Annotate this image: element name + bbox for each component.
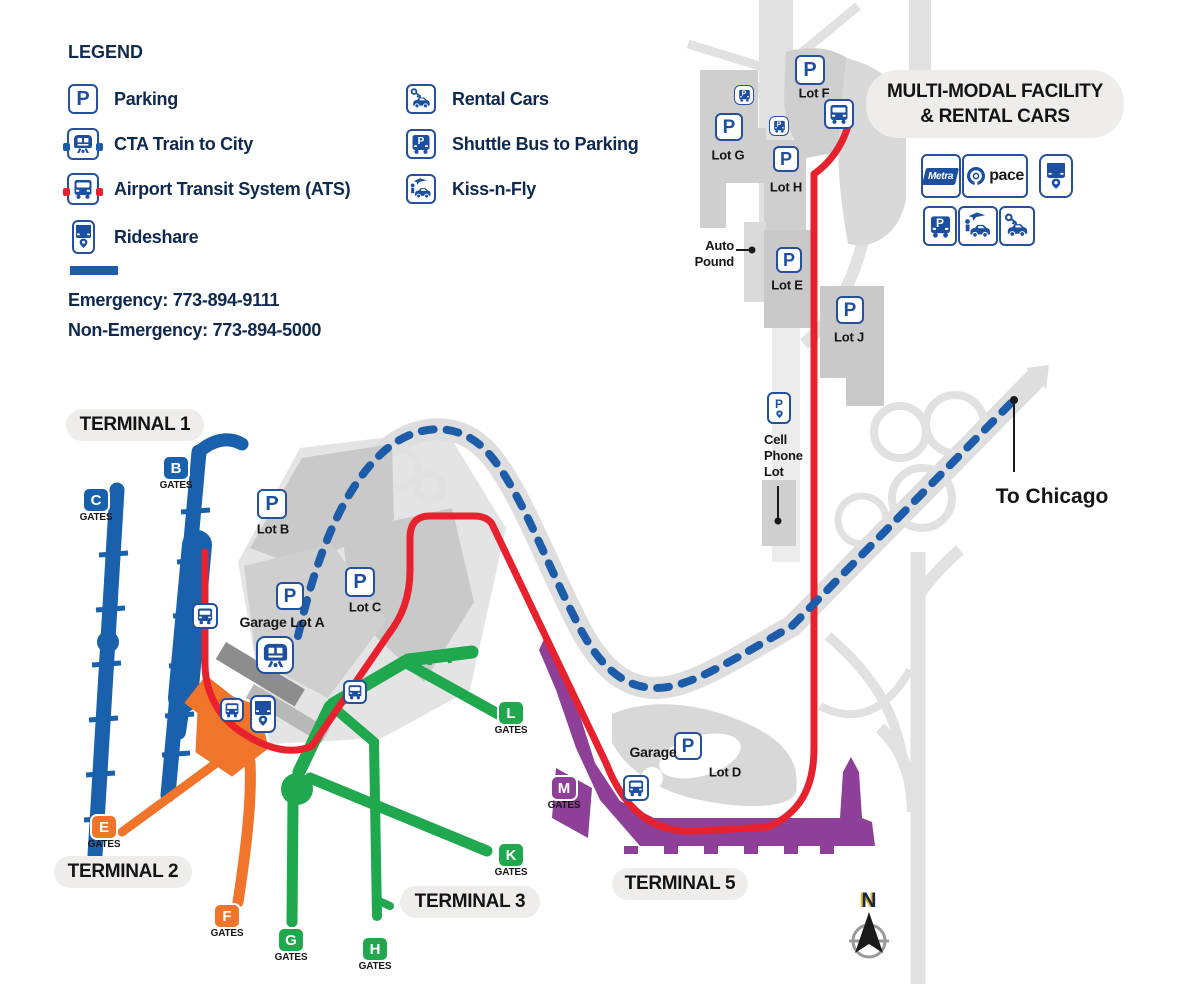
to-chicago-label: To Chicago bbox=[995, 485, 1109, 508]
mmf-rental-cars-icon bbox=[999, 206, 1035, 246]
legend-label: Rideshare bbox=[114, 226, 199, 247]
lot-d-label: Lot D bbox=[708, 764, 742, 780]
garage-lot-a-parking-icon: P bbox=[276, 582, 304, 610]
legend-line-swatch bbox=[70, 266, 118, 275]
non-emergency-phone: Non-Emergency: 773-894-5000 bbox=[68, 320, 322, 340]
lot-f-parking-icon: P bbox=[795, 55, 825, 85]
lot-c-label: Lot C bbox=[348, 599, 382, 615]
garage-lot-a-label: Garage Lot A bbox=[239, 614, 325, 630]
lot-g-label: Lot G bbox=[711, 147, 745, 163]
lot-b-label: Lot B bbox=[256, 521, 290, 537]
multi-modal-facility-label: MULTI-MODAL FACILITY& RENTAL CARS bbox=[866, 70, 1124, 138]
shuttle-bus-icon: P bbox=[406, 129, 436, 159]
legend-label: Shuttle Bus to Parking bbox=[452, 133, 639, 154]
parking-icon: P bbox=[68, 84, 98, 114]
metra-logo: Metra bbox=[921, 154, 961, 198]
legend-title: LEGEND bbox=[68, 42, 144, 62]
terminal1-label: TERMINAL 1 bbox=[66, 409, 204, 441]
legend-item-shuttle-bus: P Shuttle Bus to Parking bbox=[402, 126, 639, 162]
lot-b-parking-icon: P bbox=[257, 489, 287, 519]
rental-cars-icon bbox=[406, 84, 436, 114]
ats-station-structure bbox=[215, 642, 305, 707]
legend-label: Parking bbox=[114, 88, 178, 109]
lot-e-label: Lot E bbox=[771, 277, 803, 293]
terminal3-label: TERMINAL 3 bbox=[400, 886, 540, 918]
emergency-phone: Emergency: 773-894-9111 bbox=[68, 290, 280, 310]
cta-route-line bbox=[294, 398, 1016, 693]
gate-marker-h: H GATES bbox=[340, 938, 410, 972]
lot-h-parking-icon: P bbox=[773, 146, 799, 172]
ats-station-terminal3-icon bbox=[343, 680, 367, 704]
lot-j-label: Lot J bbox=[833, 329, 865, 345]
shuttle-stop-lot-g-icon: P bbox=[734, 85, 754, 105]
legend-label: Kiss-n-Fly bbox=[452, 178, 537, 199]
lot-f-label: Lot F bbox=[798, 85, 830, 101]
to-chicago-arrowhead bbox=[1026, 365, 1049, 389]
gate-marker-m: M GATES bbox=[529, 777, 599, 811]
ats-station-terminal1-icon bbox=[192, 603, 218, 629]
gate-marker-k: K GATES bbox=[476, 844, 546, 878]
ats-station-terminal5-icon bbox=[623, 775, 649, 801]
cta-station-icon bbox=[256, 636, 294, 674]
lot-h-label: Lot H bbox=[769, 179, 803, 195]
legend-label: CTA Train to City bbox=[114, 133, 253, 154]
callouts bbox=[736, 246, 1018, 525]
compass-icon bbox=[849, 912, 889, 959]
legend-label: Rental Cars bbox=[452, 88, 549, 109]
gate-marker-c: C GATES bbox=[61, 489, 131, 523]
mmf-kiss-n-fly-icon bbox=[958, 206, 998, 246]
ats-route-line bbox=[201, 122, 852, 835]
cell-phone-lot-icon: P bbox=[767, 392, 791, 424]
ats-station-mmf-icon bbox=[824, 99, 854, 129]
terminal5-label: TERMINAL 5 bbox=[612, 868, 748, 900]
gate-marker-b: B GATES bbox=[141, 457, 211, 491]
legend-item-cta-train: CTA Train to City bbox=[63, 126, 253, 162]
legend-item-rideshare: Rideshare bbox=[64, 219, 199, 255]
legend-label: Airport Transit System (ATS) bbox=[114, 178, 351, 199]
rideshare-terminal-icon bbox=[250, 695, 276, 733]
gate-marker-f: F GATES bbox=[192, 905, 262, 939]
gate-marker-e: E GATES bbox=[69, 816, 139, 850]
shuttle-stop-terminal2-icon bbox=[220, 698, 244, 722]
legend-item-parking: P Parking bbox=[64, 81, 178, 117]
kiss-n-fly-icon bbox=[406, 174, 436, 204]
lot-d-parking-icon: P bbox=[674, 732, 702, 760]
garage-label: Garage bbox=[629, 744, 677, 760]
lot-e-parking-icon: P bbox=[776, 247, 802, 273]
pace-logo: pace bbox=[962, 154, 1028, 198]
legend-item-kiss-n-fly: Kiss-n-Fly bbox=[402, 171, 536, 207]
shuttle-stop-lot-h-icon: P bbox=[769, 116, 789, 136]
terminal1-concourses bbox=[83, 433, 249, 880]
gate-marker-l: L GATES bbox=[476, 702, 546, 736]
legend-item-ats: Airport Transit System (ATS) bbox=[63, 171, 351, 207]
legend-item-rental-cars: Rental Cars bbox=[402, 81, 549, 117]
terminal2-label: TERMINAL 2 bbox=[54, 856, 192, 888]
cta-train-icon bbox=[63, 128, 103, 160]
compass-north-label: N bbox=[861, 889, 877, 912]
lot-j-parking-icon: P bbox=[836, 296, 864, 324]
mmf-shuttle-bus-icon: P bbox=[923, 206, 957, 246]
gate-marker-g: G GATES bbox=[256, 929, 326, 963]
lot-g-parking-icon: P bbox=[715, 113, 743, 141]
lot-c-parking-icon: P bbox=[345, 567, 375, 597]
ats-icon bbox=[63, 173, 103, 205]
rideshare-icon bbox=[71, 220, 95, 254]
mmf-rideshare-icon bbox=[1039, 154, 1073, 198]
